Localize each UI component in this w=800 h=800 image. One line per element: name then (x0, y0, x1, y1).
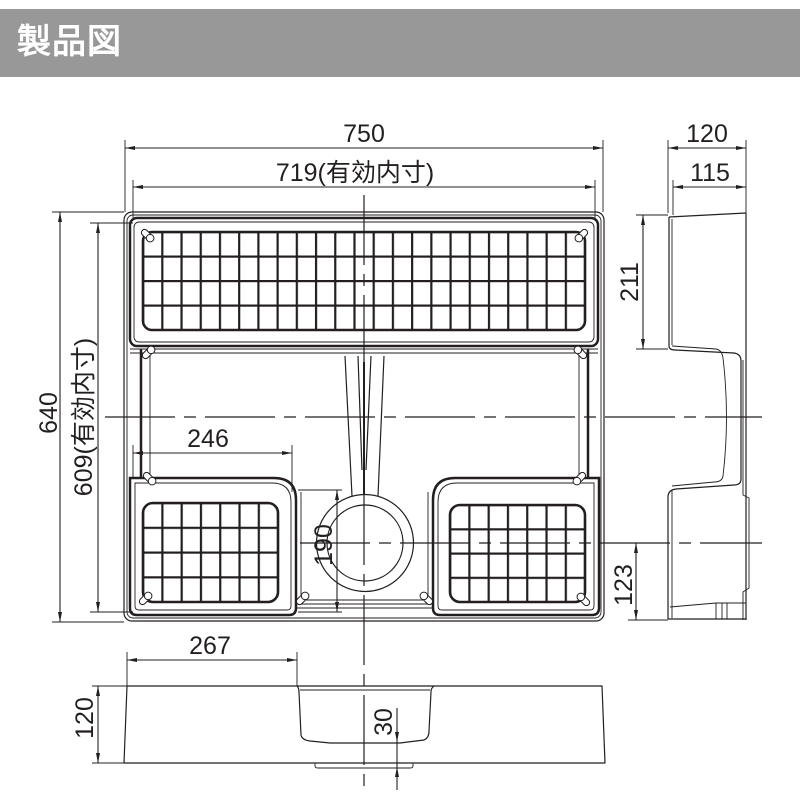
middle-recess (139, 349, 590, 478)
dim-side-inner-width: 115 (690, 159, 730, 187)
dim-side-overall-width: 120 (686, 120, 728, 148)
dim-tray-width: 246 (187, 425, 229, 453)
dim-inner-depth: 609(有効内寸) (70, 338, 98, 496)
ext-side-120 (667, 140, 747, 213)
fastener-icon (575, 591, 592, 608)
page-title: 製品図 (17, 22, 122, 62)
middle-recess-rim (139, 349, 590, 478)
bottom-right-ledge (437, 482, 595, 611)
ext-190 (298, 489, 342, 613)
bottom-left-rim (128, 476, 298, 617)
dimension-lines (58, 146, 746, 790)
middle-recess-wall (149, 353, 580, 476)
header-bar: 製品図 (0, 9, 800, 77)
dim-drain-diameter: 190 (310, 524, 338, 566)
dim-overall-width: 750 (343, 120, 385, 148)
fastener-icon (573, 227, 590, 244)
dim-overall-depth: 640 (35, 392, 63, 434)
bottom-left-ledge (134, 482, 292, 611)
side-top-edge (668, 212, 747, 218)
side-recess-curve (671, 345, 727, 487)
bottom-right-rim (431, 476, 601, 617)
dim-drain-offset-side: 123 (610, 564, 638, 606)
front-view (123, 685, 606, 769)
dimension-labels: 750 719(有効内寸) 120 115 211 123 640 609(有効… (35, 120, 730, 739)
bottom-right-drain-grid (448, 503, 587, 604)
ext-267 (126, 652, 298, 686)
bottom-right-compartment (431, 476, 601, 617)
bottom-left-drain-grid (141, 501, 280, 604)
channel-outer-edge (344, 355, 385, 497)
center-lines (105, 195, 762, 790)
dim-inner-width: 719(有効内寸) (276, 159, 434, 187)
bottom-left-compartment (128, 476, 298, 617)
side-view (667, 212, 750, 620)
front-drain-outlet (314, 763, 414, 769)
side-step-profile (667, 345, 742, 619)
front-drain-basin (296, 685, 435, 744)
dim-rear-height: 211 (616, 262, 644, 302)
dim-front-drain-offset: 267 (189, 632, 231, 660)
channel-inner-edge (357, 355, 372, 471)
dim-drain-depth: 30 (370, 708, 398, 736)
extension-lines (52, 140, 747, 764)
front-outline (123, 685, 606, 764)
side-bottom-detail (669, 602, 746, 619)
ext-750 (124, 140, 604, 212)
ext-640 (52, 211, 124, 623)
side-outer-step (742, 360, 750, 620)
fastener-icon (137, 590, 154, 607)
dim-front-height: 120 (71, 697, 99, 739)
